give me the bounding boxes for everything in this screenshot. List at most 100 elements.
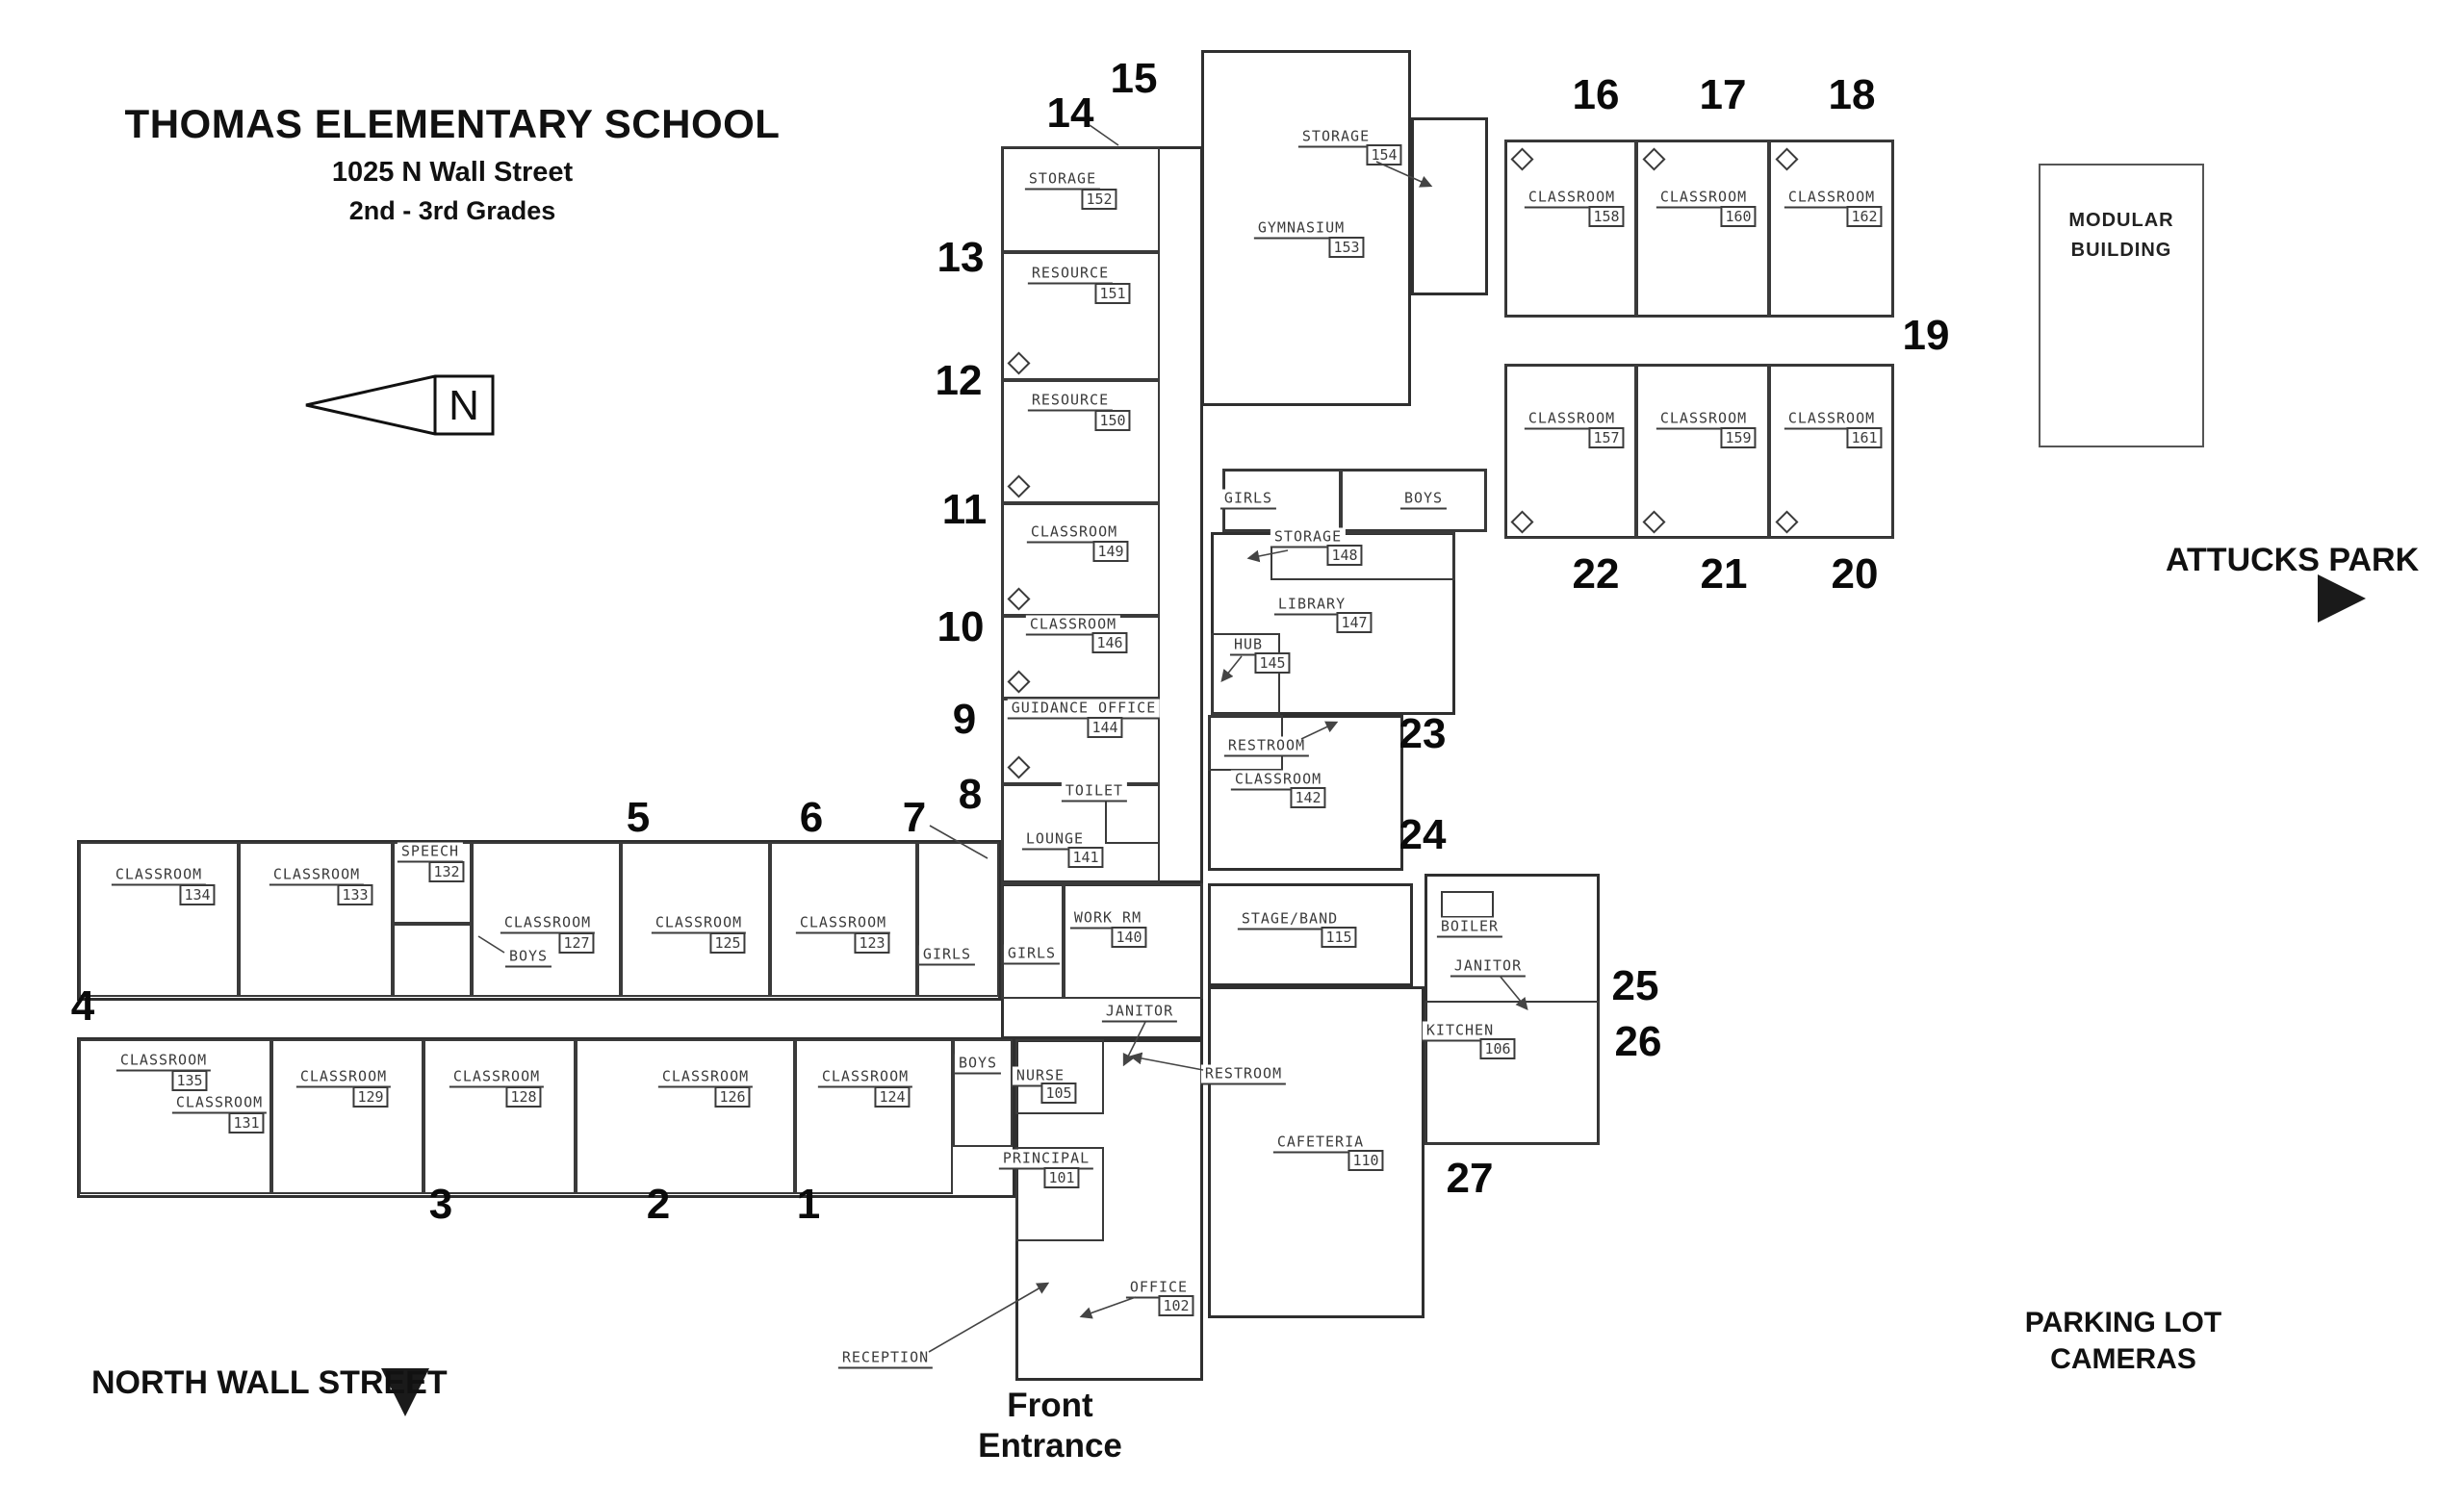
building-block: [1208, 883, 1413, 986]
room-label: CLASSROOM: [1230, 770, 1326, 791]
school-address: 1025 N Wall Street: [331, 157, 574, 188]
parking-lot-cameras-label: PARKING LOT CAMERAS: [2024, 1307, 2222, 1375]
door-number: 3: [428, 1181, 453, 1228]
room-number-box: 124: [874, 1086, 911, 1108]
room-label: GIRLS: [1219, 489, 1277, 510]
door-number: 17: [1699, 71, 1747, 118]
room-number-box: 105: [1040, 1083, 1077, 1104]
room-label: STORAGE: [1270, 527, 1347, 548]
door-number: 9: [952, 696, 977, 743]
room-label: TOILET: [1061, 781, 1128, 802]
room: [1001, 503, 1160, 616]
room-number-box: 157: [1588, 427, 1625, 448]
door-number: 6: [799, 794, 824, 841]
door-number: 4: [70, 982, 95, 1030]
room-number-box: 151: [1094, 283, 1131, 304]
room-label: CLASSROOM: [269, 865, 365, 886]
room-label: NURSE: [1012, 1066, 1069, 1087]
room-number-box: 110: [1348, 1150, 1384, 1171]
door-number: 23: [1399, 710, 1447, 757]
room-label: STORAGE: [1297, 127, 1374, 148]
room-label: LOUNGE: [1021, 829, 1089, 851]
room: [1001, 252, 1160, 380]
room-number-box: 147: [1336, 612, 1373, 633]
room-number-box: 146: [1091, 632, 1128, 653]
room-number-box: 140: [1111, 927, 1147, 948]
room-label: RECEPTION: [837, 1348, 934, 1369]
room-label: CLASSROOM: [500, 913, 596, 934]
room: [1105, 784, 1160, 844]
door-number: 27: [1446, 1155, 1494, 1202]
room-label: JANITOR: [1101, 1002, 1178, 1023]
room-number-box: 154: [1366, 144, 1402, 166]
room-label: GYMNASIUM: [1253, 218, 1349, 240]
room-label: CLASSROOM: [449, 1067, 545, 1088]
room-label: RESOURCE: [1027, 264, 1114, 285]
door-number: 16: [1572, 71, 1620, 118]
room-label: CLASSROOM: [1524, 409, 1620, 430]
room: [621, 842, 770, 997]
door-number: 19: [1902, 312, 1950, 359]
room-label: CLASSROOM: [817, 1067, 913, 1088]
room-number-box: 128: [505, 1086, 542, 1108]
room-label: CLASSROOM: [295, 1067, 392, 1088]
room-label: CLASSROOM: [1656, 409, 1752, 430]
room: [79, 1039, 271, 1194]
room: [953, 1039, 1013, 1147]
school-grades: 2nd - 3rd Grades: [348, 196, 556, 225]
room: [1015, 1147, 1104, 1241]
room-label: LIBRARY: [1273, 595, 1350, 616]
room-number-box: 106: [1479, 1038, 1516, 1059]
room-number-box: 162: [1846, 206, 1883, 227]
room-number-box: 159: [1720, 427, 1757, 448]
room-label: CLASSROOM: [657, 1067, 754, 1088]
room: [1769, 364, 1894, 539]
room-number-box: 161: [1846, 427, 1883, 448]
room-number-box: 115: [1321, 927, 1357, 948]
door-number: 12: [935, 357, 983, 404]
room-label: GIRLS: [918, 945, 976, 966]
front-entrance-label: Front Entrance: [978, 1387, 1122, 1465]
room: [1504, 140, 1636, 318]
room-number-box: 142: [1290, 787, 1326, 808]
door-number: 7: [902, 794, 927, 841]
room-number-box: 144: [1087, 717, 1123, 738]
compass-n-label: N: [449, 382, 479, 429]
room-number-box: 129: [352, 1086, 389, 1108]
room-label: CLASSROOM: [1784, 409, 1880, 430]
room: [1064, 883, 1203, 999]
room-number-box: 133: [337, 884, 373, 905]
building-block: [1411, 117, 1488, 295]
room: [1001, 146, 1160, 252]
room-label: GUIDANCE OFFICE: [1007, 699, 1161, 720]
room-label: BOYS: [1399, 489, 1448, 510]
room-number-box: 148: [1326, 545, 1363, 566]
room-label: HUB: [1229, 635, 1268, 656]
room-label: CLASSROOM: [1524, 188, 1620, 209]
room-number-box: 160: [1720, 206, 1757, 227]
room-number-box: 125: [709, 932, 746, 954]
door-number: 13: [937, 234, 985, 281]
door-number: 26: [1614, 1018, 1662, 1065]
door-number: 11: [941, 486, 988, 533]
room: [424, 1039, 576, 1194]
room: [917, 842, 999, 997]
room-label: CLASSROOM: [116, 1051, 212, 1072]
door-number: 18: [1828, 71, 1876, 118]
room-number-box: 123: [854, 932, 890, 954]
room: [770, 842, 917, 997]
room: [472, 842, 621, 997]
room-label: CLASSROOM: [1656, 188, 1752, 209]
room: [79, 842, 239, 997]
room-number-box: 131: [228, 1112, 265, 1134]
room: [1636, 364, 1769, 539]
door-number: 2: [646, 1181, 671, 1228]
room-label: CLASSROOM: [1025, 615, 1121, 636]
attucks-park-label: ATTUCKS PARK: [2166, 542, 2420, 578]
room-number-box: 132: [428, 861, 465, 882]
room-label: BOYS: [954, 1054, 1002, 1075]
room-label: CLASSROOM: [111, 865, 207, 886]
room-number-box: 150: [1094, 410, 1131, 431]
room-label: BOILER: [1436, 917, 1503, 938]
room-label: GIRLS: [1003, 944, 1061, 965]
